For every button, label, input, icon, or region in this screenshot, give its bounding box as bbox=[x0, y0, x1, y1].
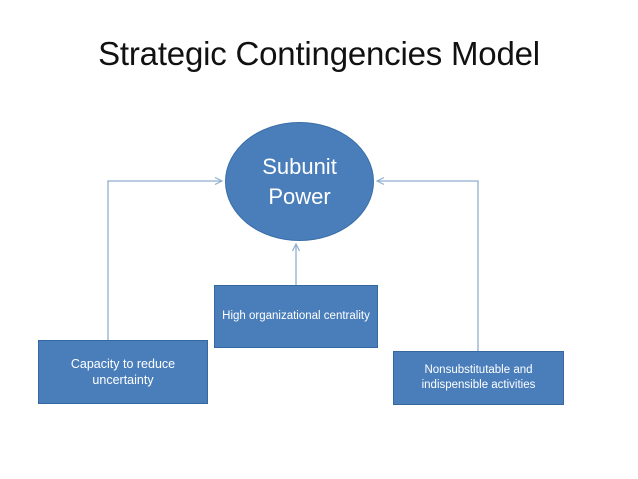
connector-nonsubstitutable-to-power bbox=[377, 181, 479, 352]
node-capacity-to-reduce-uncertainty-label: Capacity to reduce uncertainty bbox=[70, 357, 176, 387]
node-subunit-power-label: Subunit Power bbox=[262, 153, 337, 209]
node-nonsubstitutable-activities-label: Nonsubstitutable and indispensible activ… bbox=[421, 364, 536, 391]
node-high-organizational-centrality-label: High organizational centrality bbox=[222, 310, 370, 322]
connector-capacity-to-power bbox=[107, 181, 222, 341]
node-nonsubstitutable-activities[interactable]: Nonsubstitutable and indispensible activ… bbox=[393, 351, 564, 405]
page-title: Strategic Contingencies Model bbox=[98, 35, 540, 72]
node-high-organizational-centrality[interactable]: High organizational centrality bbox=[214, 285, 378, 348]
node-capacity-to-reduce-uncertainty[interactable]: Capacity to reduce uncertainty bbox=[38, 340, 208, 404]
node-subunit-power[interactable]: Subunit Power bbox=[225, 122, 374, 241]
